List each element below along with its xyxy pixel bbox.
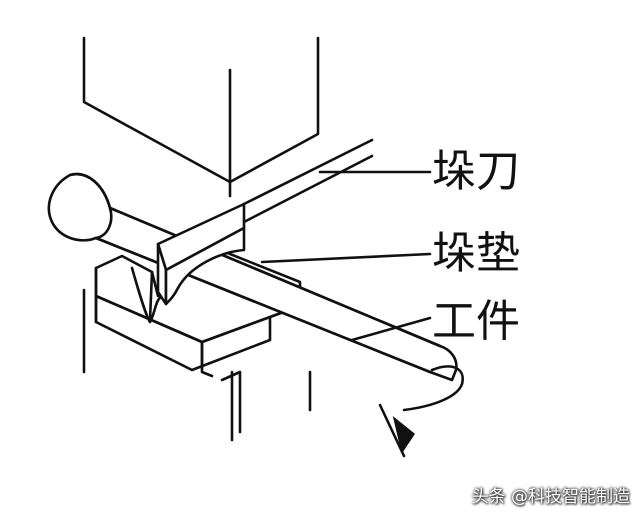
source-watermark: 头条 @科技智能制造: [471, 487, 630, 507]
blade: [156, 138, 374, 306]
pad-leader: [260, 252, 432, 264]
blade-label: 垛刀: [432, 146, 520, 197]
press-ram: [82, 36, 320, 198]
leader-lines: [260, 170, 432, 342]
workpiece-leader: [350, 316, 432, 342]
workpiece-label: 工件: [432, 296, 520, 347]
pad-label: 垛垫: [432, 228, 520, 279]
workpiece: [47, 172, 464, 458]
